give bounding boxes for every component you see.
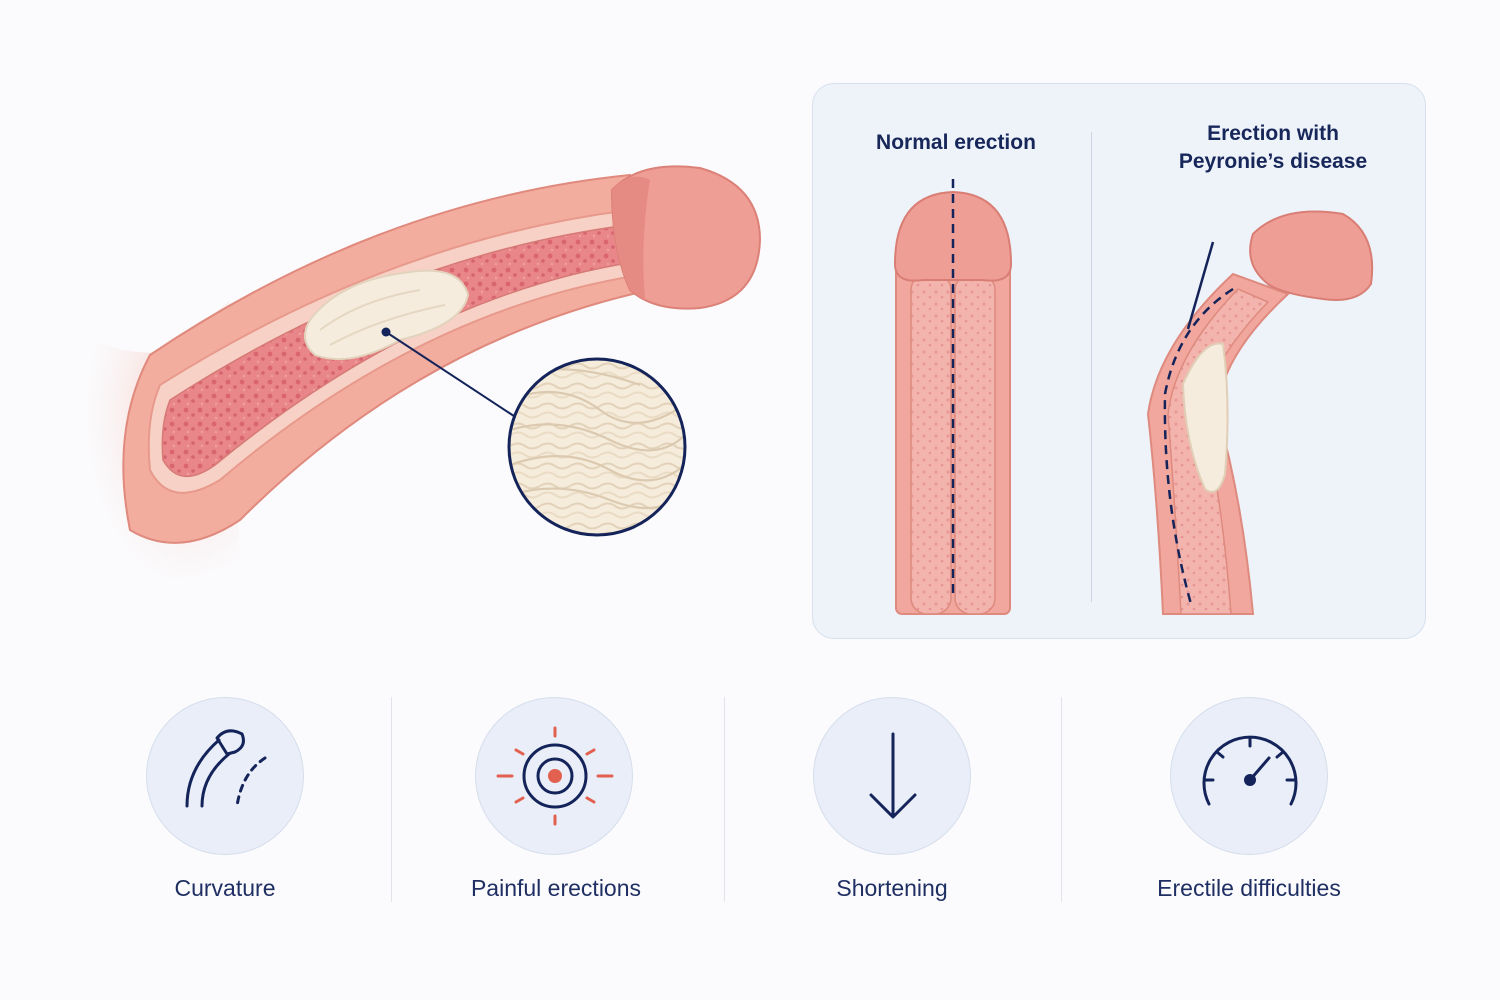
peyronie-erection-label: Erection with Peyronie’s disease — [1143, 120, 1403, 176]
pain-target-icon — [475, 697, 633, 855]
normal-erection-label: Normal erection — [876, 131, 1036, 154]
symptom-label-painful-erections: Painful erections — [470, 875, 642, 901]
penis-cross-section-illustration — [70, 165, 762, 583]
symptom-label-erectile-difficulties: Erectile difficulties — [1157, 875, 1341, 901]
peyronie-label-line1: Erection with — [1207, 122, 1339, 145]
gauge-icon — [1170, 697, 1328, 855]
symptom-label-curvature: Curvature — [174, 875, 276, 901]
symptom-divider — [724, 697, 725, 902]
comparison-illustrations — [893, 179, 1374, 615]
peyronie-erection-drawing — [1146, 210, 1374, 615]
comparison-divider — [1091, 132, 1092, 602]
symptom-divider — [1061, 697, 1062, 902]
erection-comparison-panel: Normal erection Erection with Peyronie’s… — [812, 83, 1426, 639]
peyronie-label-line2: Peyronie’s disease — [1178, 150, 1368, 173]
symptom-divider — [391, 697, 392, 902]
symptom-label-shortening: Shortening — [836, 875, 948, 901]
normal-erection-drawing — [893, 179, 1013, 615]
down-arrow-icon — [813, 697, 971, 855]
curvature-icon — [146, 697, 304, 855]
